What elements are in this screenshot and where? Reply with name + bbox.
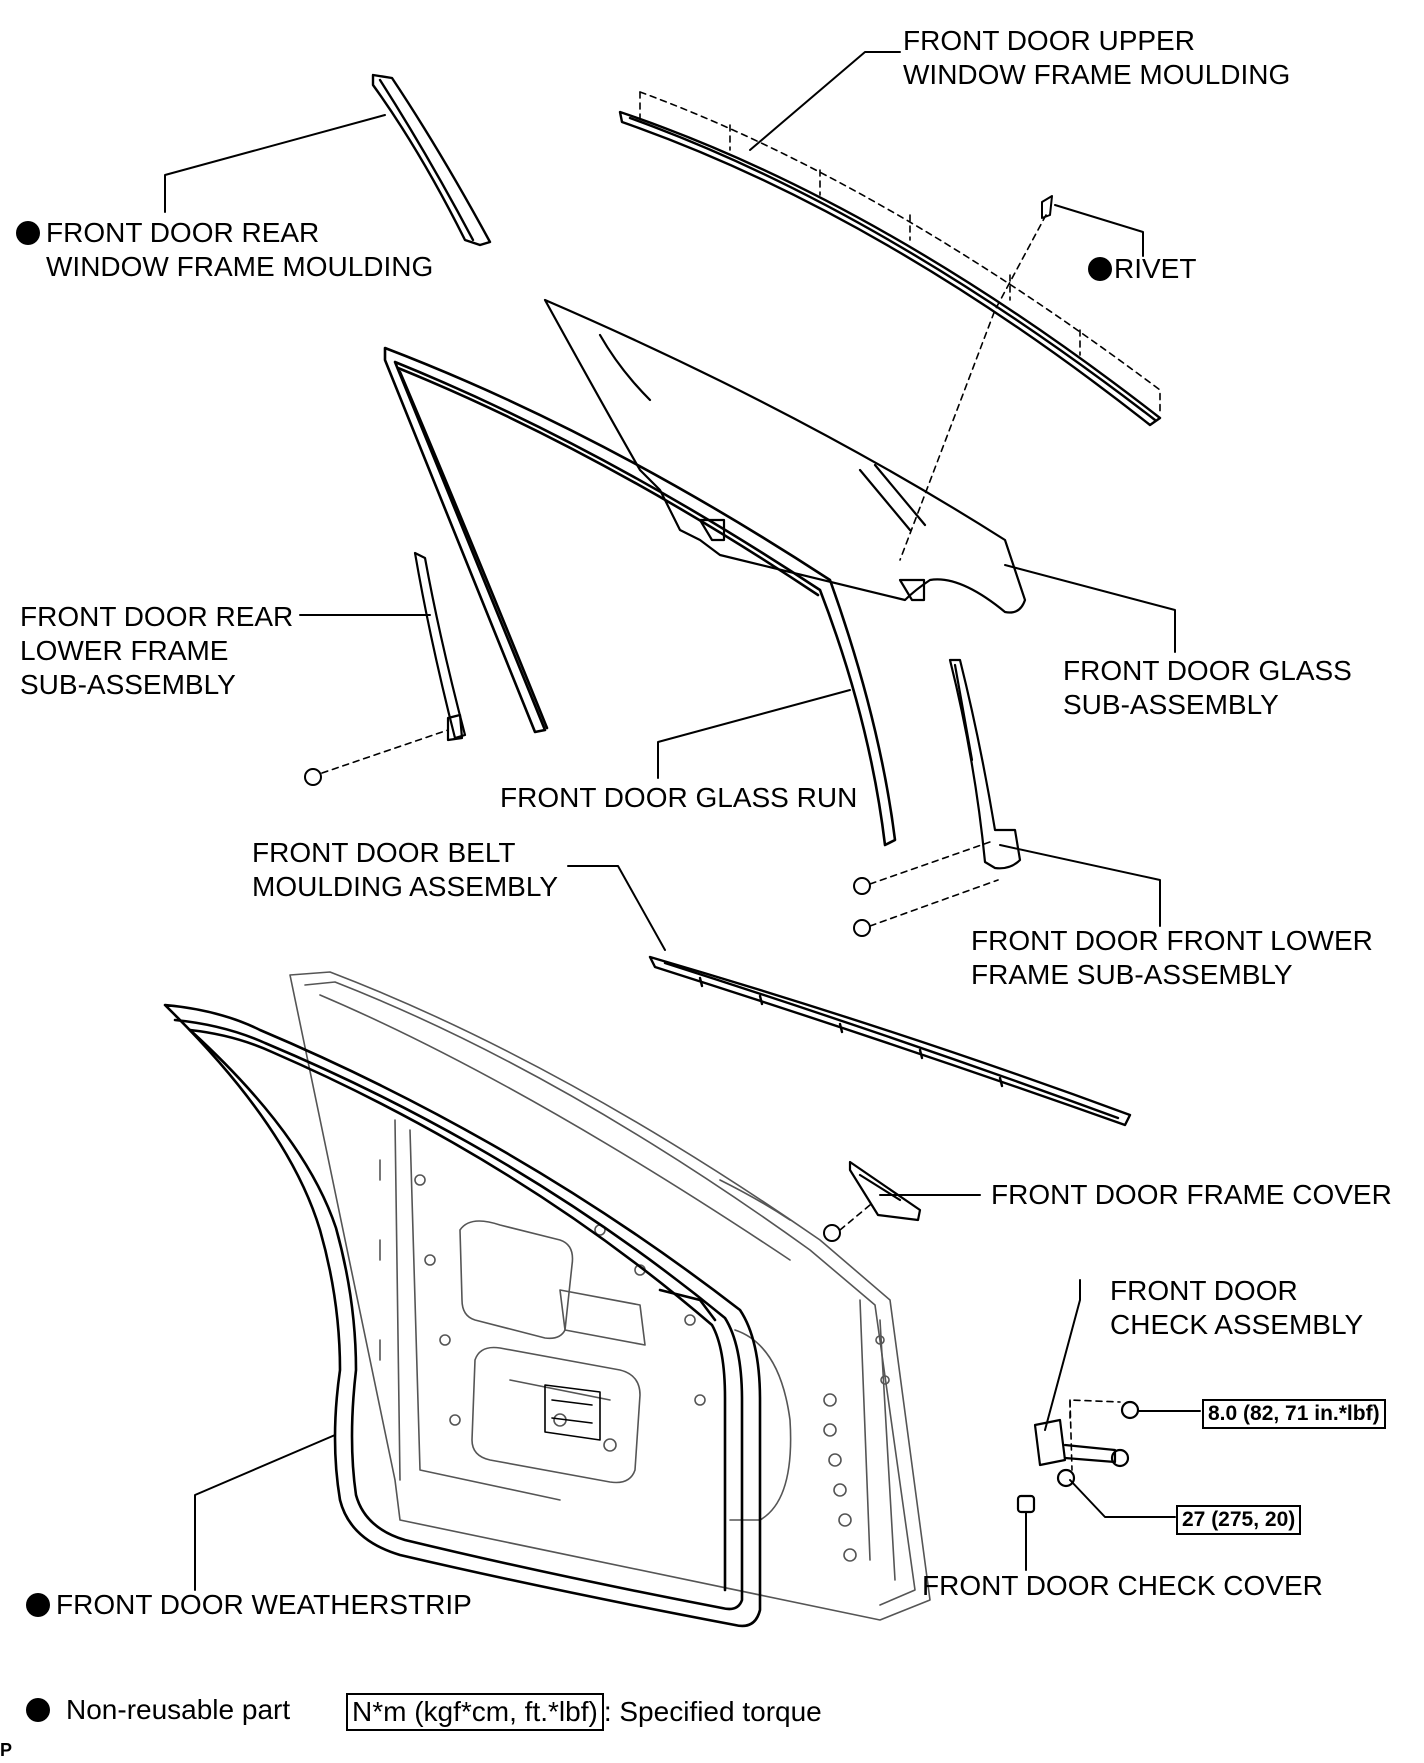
- legend-torque-unit-box: N*m (kgf*cm, ft.*lbf): [346, 1693, 604, 1731]
- front-lower-frame-screw-lower: [853, 919, 871, 937]
- legend-torque-desc: : Specified torque: [603, 1696, 822, 1727]
- label-belt-line2: MOULDING ASSEMBLY: [252, 871, 559, 902]
- label-rivet: RIVET: [1088, 252, 1196, 286]
- leader-glass-run: [657, 689, 851, 779]
- front-door-check-assembly: [1033, 1400, 1140, 1488]
- leader-upper-moulding: [749, 51, 901, 151]
- front-door-front-lower-frame: [948, 658, 1022, 870]
- front-lower-frame-screw-upper: [853, 877, 871, 895]
- label-check-cover-text: FRONT DOOR CHECK COVER: [922, 1570, 1323, 1601]
- leader-rear-moulding: [164, 114, 386, 213]
- door-panel: [289, 971, 931, 1621]
- leader-belt: [567, 865, 666, 951]
- label-upper-moulding-line1: FRONT DOOR UPPER: [903, 25, 1195, 56]
- label-glass-run-text: FRONT DOOR GLASS RUN: [500, 782, 858, 813]
- front-door-check-cover: [1016, 1494, 1036, 1514]
- label-rear-lower-line3: SUB-ASSEMBLY: [20, 669, 236, 700]
- non-reusable-marker-icon: [16, 221, 40, 245]
- legend-nonreusable: Non-reusable part: [26, 1693, 290, 1727]
- torque-bolt-box: 27 (275, 20): [1176, 1505, 1302, 1535]
- label-rear-lower-frame: FRONT DOOR REAR LOWER FRAME SUB-ASSEMBLY: [20, 600, 293, 702]
- label-front-lower-frame: FRONT DOOR FRONT LOWER FRAME SUB-ASSEMBL…: [971, 924, 1373, 992]
- front-door-glass-run: [383, 346, 897, 847]
- front-door-upper-moulding: [618, 110, 1162, 427]
- label-rear-lower-line2: LOWER FRAME: [20, 635, 229, 666]
- leader-torque-bolt: [1069, 1479, 1176, 1518]
- label-check-assy-line2: CHECK ASSEMBLY: [1110, 1309, 1364, 1340]
- legend-torque-unit: N*m (kgf*cm, ft.*lbf): [352, 1696, 598, 1727]
- label-belt-line1: FRONT DOOR BELT: [252, 837, 516, 868]
- label-glass-line2: SUB-ASSEMBLY: [1063, 689, 1279, 720]
- non-reusable-marker-icon: [26, 1593, 50, 1617]
- leader-rivet: [1054, 204, 1144, 257]
- rivet-part: [1041, 195, 1053, 219]
- corner-mark-text: P: [0, 1740, 13, 1760]
- leader-check-assy: [1044, 1279, 1081, 1431]
- front-door-rear-lower-frame: [413, 551, 467, 742]
- non-reusable-marker-icon: [1088, 257, 1112, 281]
- label-weatherstrip-text: FRONT DOOR WEATHERSTRIP: [56, 1589, 472, 1620]
- legend-nonreusable-text: Non-reusable part: [66, 1694, 291, 1725]
- label-glass: FRONT DOOR GLASS SUB-ASSEMBLY: [1063, 654, 1352, 722]
- leader-glass: [1004, 564, 1176, 653]
- torque-nut-value: 8.0 (82, 71 in.*lbf): [1208, 1402, 1380, 1425]
- leader-weatherstrip: [194, 1434, 336, 1591]
- label-weatherstrip: FRONT DOOR WEATHERSTRIP: [26, 1588, 472, 1622]
- label-frame-cover-text: FRONT DOOR FRAME COVER: [991, 1179, 1392, 1210]
- label-upper-moulding-line2: WINDOW FRAME MOULDING: [903, 59, 1291, 90]
- label-upper-moulding: FRONT DOOR UPPER WINDOW FRAME MOULDING: [903, 24, 1290, 92]
- torque-nut-box: 8.0 (82, 71 in.*lbf): [1202, 1399, 1386, 1429]
- front-door-glass: [543, 298, 1027, 614]
- front-door-frame-cover: [848, 1160, 922, 1222]
- label-rivet-text: RIVET: [1114, 253, 1197, 284]
- upper-moulding-dashed-outline: [639, 91, 1161, 416]
- door-hinge-bracket: [544, 1384, 601, 1441]
- label-frame-cover: FRONT DOOR FRAME COVER: [991, 1178, 1392, 1212]
- leader-front-lower: [999, 844, 1161, 927]
- label-belt-moulding: FRONT DOOR BELT MOULDING ASSEMBLY: [252, 836, 558, 904]
- front-door-belt-moulding: [648, 955, 1132, 1127]
- label-check-assy-line1: FRONT DOOR: [1110, 1275, 1298, 1306]
- label-rear-moulding: FRONT DOOR REAR WINDOW FRAME MOULDING: [16, 216, 433, 284]
- label-rear-moulding-line1: FRONT DOOR REAR: [46, 217, 320, 248]
- corner-mark: P: [0, 1740, 12, 1760]
- leader-lines: [164, 51, 1201, 1591]
- label-glass-line1: FRONT DOOR GLASS: [1063, 655, 1352, 686]
- torque-bolt-value: 27 (275, 20): [1182, 1508, 1296, 1531]
- front-door-weatherstrip: [163, 1003, 762, 1628]
- label-check-cover: FRONT DOOR CHECK COVER: [922, 1569, 1323, 1603]
- label-front-lower-line1: FRONT DOOR FRONT LOWER: [971, 925, 1373, 956]
- label-rear-lower-line1: FRONT DOOR REAR: [20, 601, 294, 632]
- label-glass-run: FRONT DOOR GLASS RUN: [500, 781, 857, 815]
- install-lines: [321, 214, 1121, 1471]
- label-check-assembly: FRONT DOOR CHECK ASSEMBLY: [1110, 1274, 1363, 1342]
- frame-cover-nut: [823, 1224, 841, 1242]
- non-reusable-marker-icon: [26, 1698, 50, 1722]
- rear-lower-frame-screw: [304, 768, 322, 786]
- fasteners: [304, 195, 1053, 1242]
- legend-torque: N*m (kgf*cm, ft.*lbf): Specified torque: [346, 1693, 822, 1731]
- label-front-lower-line2: FRAME SUB-ASSEMBLY: [971, 959, 1293, 990]
- label-rear-moulding-line2: WINDOW FRAME MOULDING: [46, 251, 434, 282]
- front-door-rear-moulding: [371, 73, 492, 247]
